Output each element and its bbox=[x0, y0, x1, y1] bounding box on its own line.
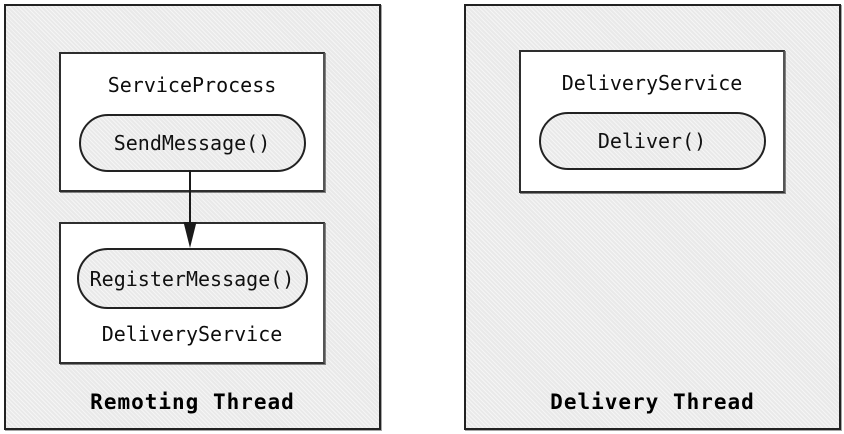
remoting-thread-panel: ServiceProcess SendMessage() RegisterMes… bbox=[4, 4, 381, 430]
serviceprocess-title: ServiceProcess bbox=[107, 73, 277, 97]
deliveryservice-right-title: DeliveryService bbox=[561, 71, 743, 95]
remoting-thread-label: Remoting Thread bbox=[90, 390, 295, 414]
deliveryservice-right-class-box: DeliveryService Deliver() bbox=[519, 50, 785, 193]
sendmessage-method-pill: SendMessage() bbox=[78, 114, 306, 172]
delivery-thread-label: Delivery Thread bbox=[550, 390, 755, 414]
arrow-down-icon bbox=[183, 170, 197, 248]
deliveryservice-left-title: DeliveryService bbox=[101, 322, 283, 346]
serviceprocess-class-box: ServiceProcess SendMessage() bbox=[59, 52, 325, 192]
delivery-thread-panel: DeliveryService Deliver() Delivery Threa… bbox=[464, 4, 841, 430]
deliver-method-pill: Deliver() bbox=[538, 112, 766, 170]
registermessage-method-pill: RegisterMessage() bbox=[76, 248, 308, 309]
